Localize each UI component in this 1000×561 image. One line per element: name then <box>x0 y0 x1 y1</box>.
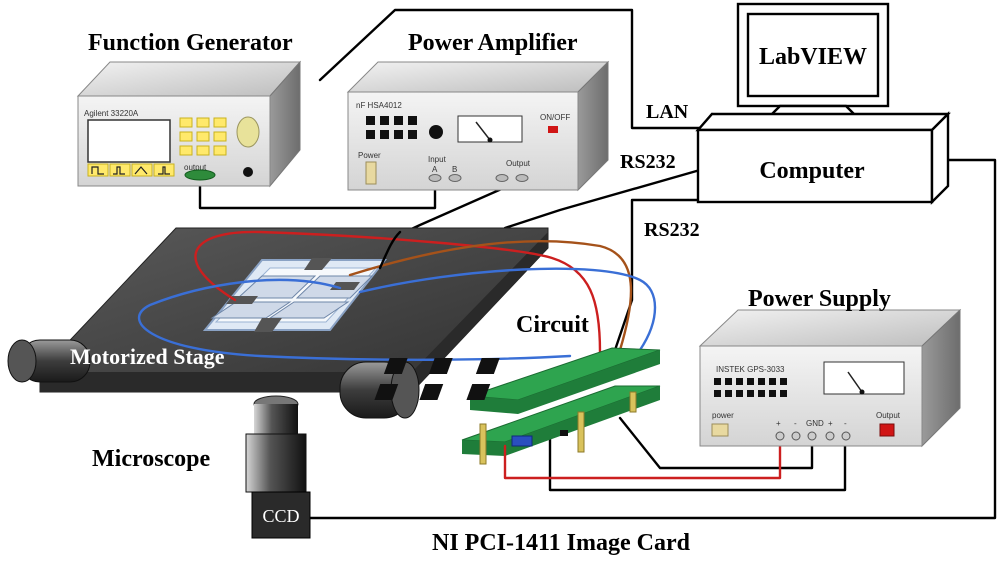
ps-button-grid[interactable] <box>714 378 787 397</box>
pulse-icon <box>113 166 125 175</box>
amp-model-label: nF HSA4012 <box>356 101 402 110</box>
function-generator-label: Function Generator <box>88 30 293 56</box>
ps-terminal-labels: + - GND + - <box>776 419 847 428</box>
square-wave-icon <box>91 166 104 175</box>
lan-label: LAN <box>646 101 689 123</box>
rs232-top-label: RS232 <box>620 151 676 173</box>
image-card-label: NI PCI-1411 Image Card <box>432 530 691 556</box>
power-supply-label: Power Supply <box>748 286 891 312</box>
motorized-stage: Motorized Stage <box>7 227 549 419</box>
ccd-label: CCD <box>262 506 299 526</box>
rs232-bottom-label: RS232 <box>644 219 700 241</box>
power-amplifier: nF HSA4012 ON/OFF Power Input A B Output <box>346 60 610 192</box>
labview-label: LabVIEW <box>759 44 867 70</box>
amp-output-label: Output <box>506 159 531 168</box>
circuit-chips <box>374 358 500 400</box>
function-generator: Agilent 33220A output <box>76 60 302 188</box>
circuit-board: Circuit <box>374 312 661 465</box>
fg-model-label: Agilent 33220A <box>84 109 139 118</box>
fg-keypad <box>179 117 227 156</box>
svg-text:+: + <box>828 419 833 428</box>
ps-meter <box>823 361 905 395</box>
amp-output-connector-2[interactable] <box>515 174 529 182</box>
ps-terminal-5[interactable] <box>841 431 851 441</box>
amp-input-b-connector[interactable] <box>448 174 462 182</box>
fg-display <box>87 119 171 163</box>
ps-power-switch[interactable] <box>711 423 729 437</box>
svg-text:-: - <box>794 419 797 428</box>
ps-output-button[interactable] <box>879 423 895 437</box>
ps-model-label: INSTEK GPS-3033 <box>716 365 785 374</box>
amp-power-switch[interactable] <box>365 161 377 185</box>
motorized-stage-label: Motorized Stage <box>70 344 225 369</box>
amp-input-b-label: B <box>452 165 457 174</box>
amp-onoff-switch[interactable] <box>548 126 558 133</box>
amp-knob[interactable] <box>429 125 443 139</box>
svg-text:GND: GND <box>806 419 824 428</box>
ccd-camera <box>251 491 311 539</box>
microscope-label: Microscope <box>92 446 211 472</box>
fg-output-connector[interactable] <box>184 169 216 181</box>
amp-power-label: Power <box>358 151 381 160</box>
ps-terminal-3[interactable] <box>807 431 817 441</box>
svg-text:+: + <box>776 419 781 428</box>
ps-terminal-1[interactable] <box>775 431 785 441</box>
amp-output-connector-1[interactable] <box>495 174 509 182</box>
ramp-icon <box>134 166 148 175</box>
power-amplifier-label: Power Amplifier <box>408 30 578 56</box>
amp-meter-needle <box>475 121 491 141</box>
ps-terminal-4[interactable] <box>825 431 835 441</box>
amp-input-a-label: A <box>432 165 438 174</box>
amp-input-a-connector[interactable] <box>428 174 442 182</box>
monitor: LabVIEW <box>736 2 890 118</box>
ps-meter-needle <box>847 371 863 393</box>
ps-output-label: Output <box>876 411 901 420</box>
ps-terminal-2[interactable] <box>791 431 801 441</box>
amp-input-label: Input <box>428 155 447 164</box>
computer: Computer <box>695 111 951 205</box>
power-supply: INSTEK GPS-3033 power + - GND + - Output <box>698 308 962 448</box>
red-supply-cable <box>503 438 782 480</box>
amp-onoff-label: ON/OFF <box>540 113 570 122</box>
amp-button-grid[interactable] <box>366 116 417 139</box>
black-cables <box>198 8 997 520</box>
ps-power-label: power <box>712 411 734 420</box>
circuit-connector <box>511 435 533 447</box>
fg-power-button[interactable] <box>243 167 253 177</box>
svg-text:-: - <box>844 419 847 428</box>
arb-icon <box>158 166 170 175</box>
microscope: CCD <box>245 395 311 539</box>
fg-knob[interactable] <box>236 116 260 148</box>
colored-cables <box>137 230 657 361</box>
fg-output-label: output <box>184 163 207 172</box>
computer-label: Computer <box>759 158 865 184</box>
circuit-label: Circuit <box>516 312 589 338</box>
